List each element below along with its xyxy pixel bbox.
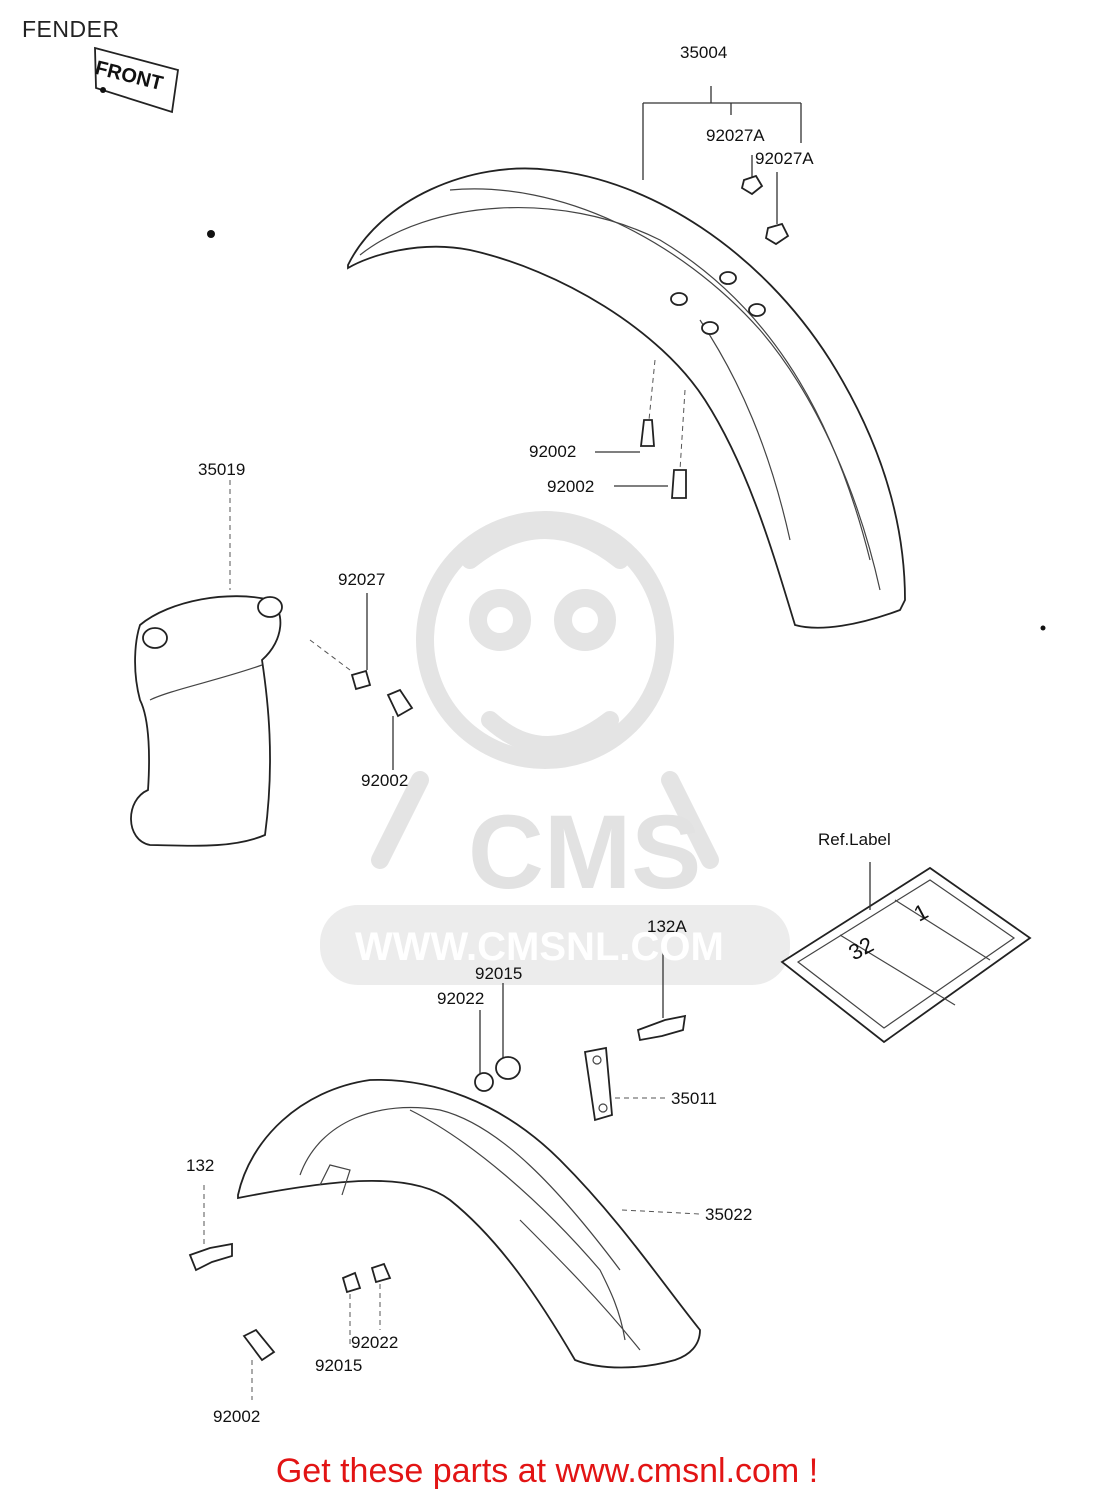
label-92015-bottom: 92015 <box>315 1356 363 1375</box>
bolt-92002-front <box>595 359 687 499</box>
label-ref-label: Ref.Label <box>818 830 891 849</box>
watermark-banner <box>320 905 790 985</box>
front-direction-sign <box>94 46 180 114</box>
stray-dot <box>207 230 215 238</box>
nut-92027-flap <box>309 593 372 691</box>
label-92027: 92027 <box>338 570 386 589</box>
rear-fender-35022 <box>237 1079 701 1369</box>
label-92022-bottom: 92022 <box>351 1333 399 1352</box>
label-35011: 35011 <box>671 1089 718 1108</box>
stray-dot <box>1040 625 1046 631</box>
bolt-92002-bottom <box>242 1328 276 1400</box>
collar-washer-bottom <box>341 1262 392 1346</box>
fender-flap-35019 <box>130 480 283 847</box>
label-92002-bottom: 92002 <box>213 1407 261 1426</box>
label-92027a-2: 92027A <box>755 149 814 168</box>
label-92002-front-1: 92002 <box>529 442 577 461</box>
bracket-35011 <box>583 1046 668 1122</box>
label-92002-front-2: 92002 <box>547 477 595 496</box>
washer-collar-top <box>474 983 521 1092</box>
footer-cta-link[interactable]: Get these parts at www.cmsnl.com ! <box>275 1452 819 1490</box>
bolt-132 <box>188 1185 233 1272</box>
nut-92027a <box>740 155 790 246</box>
label-92002-flap: 92002 <box>361 771 409 790</box>
watermark-brand: CMS <box>468 794 702 911</box>
bolt-132a <box>636 945 687 1042</box>
watermark-url: WWW.CMSNL.COM <box>355 925 724 969</box>
watermark-mascot <box>371 511 719 869</box>
leader-35004 <box>642 86 802 180</box>
bolt-92002-flap <box>386 688 414 770</box>
page-title: FENDER <box>22 16 120 42</box>
label-132: 132 <box>186 1156 215 1175</box>
label-92022-top: 92022 <box>437 989 485 1008</box>
label-35004: 35004 <box>680 43 728 62</box>
front-fender-35004 <box>347 167 906 629</box>
label-132a: 132A <box>647 917 687 936</box>
label-92027a-1: 92027A <box>706 126 765 145</box>
label-92015-top: 92015 <box>475 964 523 983</box>
label-35022: 35022 <box>705 1205 753 1224</box>
label-35019: 35019 <box>198 460 246 479</box>
ref-label-plate <box>780 862 1032 1044</box>
